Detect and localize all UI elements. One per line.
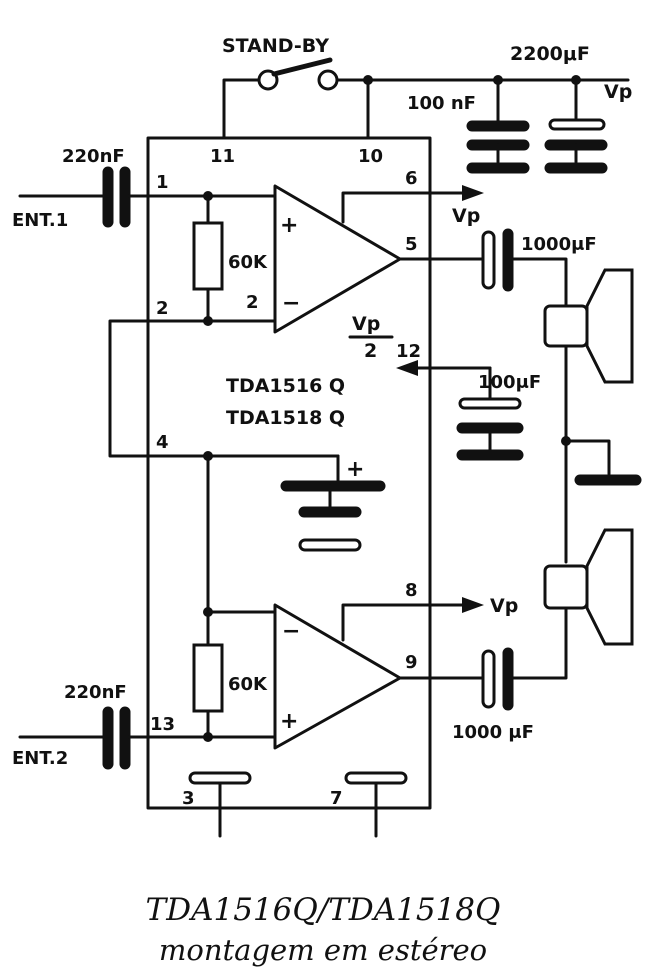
vp-8-label: Vp <box>490 595 518 617</box>
pin-8: 8 <box>405 580 418 601</box>
feedback-wire <box>108 319 340 458</box>
cap-2200-label: 2200μF <box>510 43 590 65</box>
pin-12: 12 <box>396 341 421 362</box>
r2-label: 60K <box>228 674 268 695</box>
ic-name-2: TDA1518 Q <box>226 407 345 429</box>
vp-top-label: Vp <box>604 81 632 103</box>
supply-capacitor-100nf <box>466 75 530 174</box>
cap-ref-label: 100μF <box>478 372 541 393</box>
opamp1-minus: − <box>282 291 300 316</box>
input2-circuit <box>18 706 277 770</box>
vp2-numerator: Vp <box>352 313 380 335</box>
cap-out1-label: 1000μF <box>521 234 597 255</box>
battery-plus: + <box>346 457 364 482</box>
pin-6: 6 <box>405 168 418 189</box>
pin-7: 7 <box>330 788 343 809</box>
opamp2-minus: − <box>282 619 300 644</box>
opamp2-plus: + <box>280 709 298 734</box>
pin-10: 10 <box>358 146 383 167</box>
reference-capacitor <box>396 360 524 461</box>
resistor-2 <box>192 454 277 742</box>
internal-ground <box>280 454 386 552</box>
cap-in1-label: 220nF <box>62 146 125 167</box>
pin-3: 3 <box>182 788 195 809</box>
supply-capacitor-2200uf <box>544 75 608 174</box>
cap-in2-label: 220nF <box>64 682 127 703</box>
caption-title: TDA1516Q/TDA1518Q <box>146 892 501 928</box>
vp-6-label: Vp <box>452 205 480 227</box>
vp2-denominator: 2 <box>364 340 377 362</box>
cap-100nf-label: 100 nF <box>407 93 476 114</box>
opamp-1 <box>273 184 485 334</box>
speaker-2 <box>543 528 634 646</box>
pin-4: 4 <box>156 432 169 453</box>
pin-5: 5 <box>405 234 418 255</box>
pin-11: 11 <box>210 146 235 167</box>
pin-13: 13 <box>150 714 175 735</box>
standby-label: STAND-BY <box>222 35 329 57</box>
opamp1-plus: + <box>280 213 298 238</box>
caption-subtitle: montagem em estéreo <box>159 933 487 967</box>
pin-9: 9 <box>405 652 418 673</box>
pin-1: 1 <box>156 172 169 193</box>
ic-body <box>146 136 432 810</box>
ground-pins <box>188 771 408 838</box>
opamp-2 <box>273 597 485 750</box>
resistor-1 <box>192 194 224 326</box>
pin-2a: 2 <box>156 298 169 319</box>
speaker-1 <box>543 268 642 564</box>
r1-label: 60K <box>228 252 268 273</box>
ent1-label: ENT.1 <box>12 210 68 231</box>
output1-capacitor <box>481 228 568 308</box>
ic-name-1: TDA1516 Q <box>226 375 345 397</box>
pin-2b: 2 <box>246 292 259 313</box>
cap-out2-label: 1000 μF <box>452 722 534 743</box>
output2-capacitor <box>481 606 568 711</box>
ent2-label: ENT.2 <box>12 748 68 769</box>
